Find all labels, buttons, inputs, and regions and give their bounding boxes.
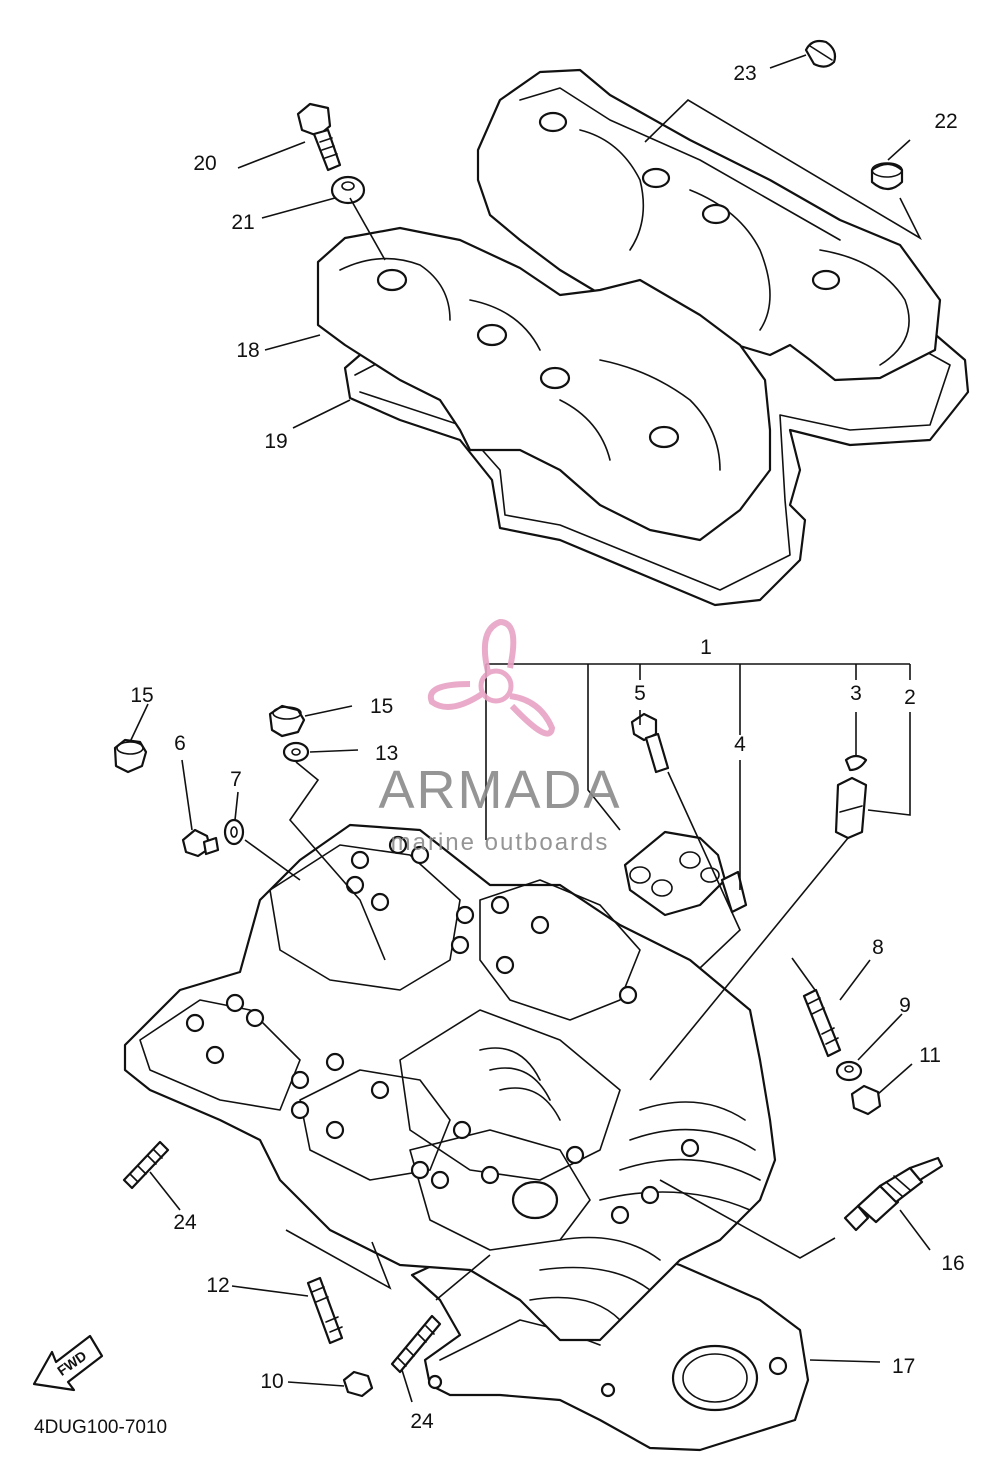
nut-10 xyxy=(342,1370,374,1398)
cylinder-head xyxy=(123,823,777,1342)
washer-21 xyxy=(330,175,366,205)
callout-12: 12 xyxy=(206,1274,229,1297)
pin-3 xyxy=(844,754,868,772)
callout-5: 5 xyxy=(634,682,646,705)
bolt-6 xyxy=(181,828,220,858)
callouts: 1 2 3 4 5 6 7 8 9 10 11 12 13 15 15 16 1… xyxy=(130,62,964,1433)
callout-15-left: 15 xyxy=(130,684,153,707)
stud-12 xyxy=(306,1276,344,1345)
bolt-20 xyxy=(296,102,342,172)
nut-15-left xyxy=(113,738,148,774)
callout-7: 7 xyxy=(230,768,242,791)
callout-24-left: 24 xyxy=(173,1211,197,1234)
callout-2: 2 xyxy=(904,686,916,709)
callout-19: 19 xyxy=(264,430,287,453)
bolt-5 xyxy=(630,712,670,774)
callout-21: 21 xyxy=(231,211,254,234)
washer-13 xyxy=(282,741,310,763)
leaders-lower xyxy=(129,663,931,1403)
washer-9 xyxy=(835,1060,863,1082)
callout-17: 17 xyxy=(892,1355,915,1378)
callout-20: 20 xyxy=(193,152,216,175)
diagram-code: 4DUG100-7010 xyxy=(34,1417,167,1438)
callout-23: 23 xyxy=(733,62,756,85)
watermark-tagline: marine outboards xyxy=(391,829,610,856)
nut-11 xyxy=(850,1084,882,1116)
stud-24-left xyxy=(122,1140,170,1190)
callout-13: 13 xyxy=(375,742,398,765)
callout-8: 8 xyxy=(872,936,884,959)
callout-9: 9 xyxy=(899,994,911,1017)
callout-16: 16 xyxy=(941,1252,964,1275)
propeller-logo-icon xyxy=(427,618,556,737)
fwd-arrow-icon: FWD xyxy=(32,1334,104,1392)
grommet-22 xyxy=(870,162,904,191)
stud-24-bottom xyxy=(390,1314,442,1374)
leaders-upper xyxy=(237,54,922,429)
callout-22: 22 xyxy=(934,110,957,133)
callout-3: 3 xyxy=(850,682,862,705)
head-cover-rear xyxy=(476,68,942,382)
nut-15-right xyxy=(268,704,306,738)
callout-10: 10 xyxy=(260,1370,283,1393)
armada-watermark: ARMADA marine outboards xyxy=(378,618,621,856)
callout-18: 18 xyxy=(236,339,259,362)
callout-11: 11 xyxy=(919,1044,941,1067)
callout-6: 6 xyxy=(174,732,186,755)
callout-1: 1 xyxy=(700,636,712,659)
stud-8 xyxy=(802,988,842,1058)
spark-plug-16 xyxy=(843,1156,944,1232)
clip-23 xyxy=(804,39,837,68)
head-cover-front xyxy=(316,226,772,542)
callout-24-bottom: 24 xyxy=(410,1410,434,1433)
lifter-block-4 xyxy=(623,830,748,917)
callout-4: 4 xyxy=(734,733,746,756)
callout-15-right: 15 xyxy=(370,695,393,718)
pin-2 xyxy=(834,776,868,840)
watermark-name: ARMADA xyxy=(378,760,621,820)
washer-7 xyxy=(223,818,245,846)
